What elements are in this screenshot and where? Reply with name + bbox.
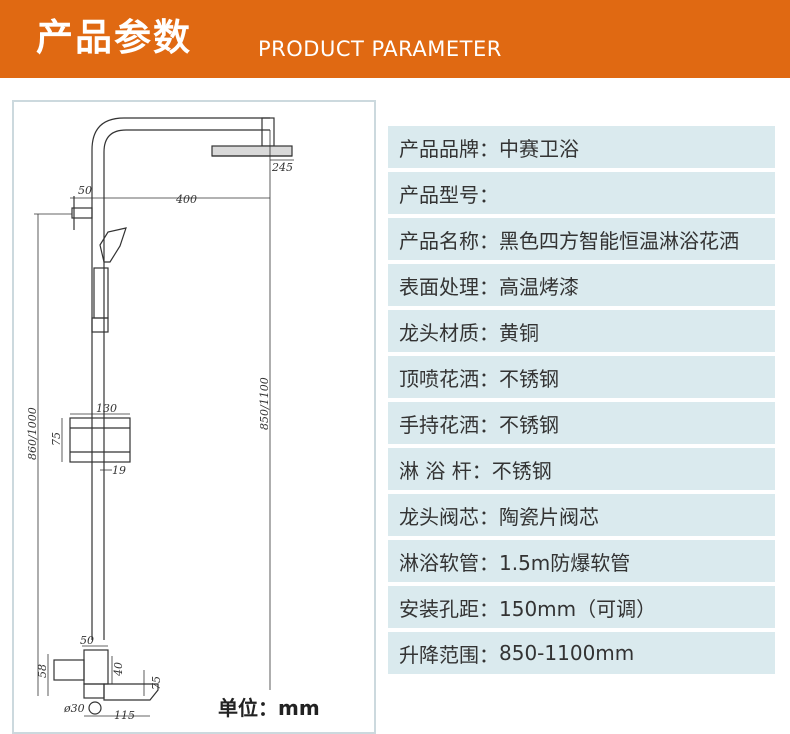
dim-850-1100: 850/1100 xyxy=(258,377,271,430)
dim-50-bottom: 50 xyxy=(80,634,94,647)
spec-row-finish: 表面处理：高温烤漆 xyxy=(388,264,775,306)
spec-table: 产品品牌：中赛卫浴 产品型号： 产品名称：黑色四方智能恒温淋浴花洒 表面处理：高… xyxy=(388,126,775,678)
spec-row-brand: 产品品牌：中赛卫浴 xyxy=(388,126,775,168)
mixer-valve xyxy=(83,649,109,685)
rain-shower-head xyxy=(211,145,293,157)
spec-label: 产品名称： xyxy=(399,228,499,253)
wall-bracket-top xyxy=(71,207,93,219)
dimension-diagram-panel xyxy=(12,100,376,734)
spec-label: 龙头材质： xyxy=(399,320,499,345)
spec-value: 中赛卫浴 xyxy=(499,136,579,161)
spec-value: 黄铜 xyxy=(499,320,539,345)
spec-row-name: 产品名称：黑色四方智能恒温淋浴花洒 xyxy=(388,218,775,260)
spec-label: 安装孔距： xyxy=(399,596,499,621)
spec-row-cartridge: 龙头阀芯：陶瓷片阀芯 xyxy=(388,494,775,536)
spec-label: 顶喷花洒： xyxy=(399,366,499,391)
spec-value: 黑色四方智能恒温淋浴花洒 xyxy=(499,228,739,253)
shower-riser-pipe xyxy=(91,117,270,640)
spec-value: 高温烤漆 xyxy=(499,274,579,299)
dim-40: 40 xyxy=(112,662,125,677)
spec-value: 不锈钢 xyxy=(499,366,559,391)
spec-value: 1.5m防爆软管 xyxy=(499,550,631,575)
dim-400: 400 xyxy=(175,193,197,206)
spec-row-rod: 淋 浴 杆：不锈钢 xyxy=(388,448,775,490)
dim-19: 19 xyxy=(112,464,126,477)
dim-245: 245 xyxy=(271,161,293,174)
spec-value: 850-1100mm xyxy=(499,641,635,665)
spec-row-range: 升降范围：850-1100mm xyxy=(388,632,775,674)
spec-value: 陶瓷片阀芯 xyxy=(499,504,599,529)
spec-label: 手持花洒： xyxy=(399,412,499,437)
dim-860-1000: 860/1000 xyxy=(26,407,39,460)
spec-row-hose: 淋浴软管：1.5m防爆软管 xyxy=(388,540,775,582)
dim-115: 115 xyxy=(114,709,135,722)
spec-row-handheld: 手持花洒：不锈钢 xyxy=(388,402,775,444)
spec-label: 产品型号： xyxy=(399,182,499,207)
page-title-en: PRODUCT PARAMETER xyxy=(258,37,502,61)
spec-label: 表面处理： xyxy=(399,274,499,299)
shelf xyxy=(69,417,131,463)
spec-row-spacing: 安装孔距：150mm（可调） xyxy=(388,586,775,628)
head-connector xyxy=(261,117,275,147)
dim-58: 58 xyxy=(36,664,49,678)
page-title-cn: 产品参数 xyxy=(36,16,192,59)
spec-row-model: 产品型号： xyxy=(388,172,775,214)
dim-130: 130 xyxy=(96,402,117,415)
header-banner: 产品参数 PRODUCT PARAMETER xyxy=(0,0,790,78)
spec-value: 不锈钢 xyxy=(499,412,559,437)
dim-75-shelf: 75 xyxy=(50,432,63,446)
handheld-shower xyxy=(99,227,127,263)
spec-row-material: 龙头材质：黄铜 xyxy=(388,310,775,352)
spec-label: 龙头阀芯： xyxy=(399,504,499,529)
dim-50-top: 50 xyxy=(78,184,92,197)
spec-label: 产品品牌： xyxy=(399,136,499,161)
dim-30: ø30 xyxy=(63,702,85,715)
spec-label: 淋浴软管： xyxy=(399,550,499,575)
spec-row-top-shower: 顶喷花洒：不锈钢 xyxy=(388,356,775,398)
spec-value: 150mm（可调） xyxy=(499,596,657,621)
spec-label: 升降范围： xyxy=(399,642,499,667)
dim-75-spout: 75 xyxy=(150,676,163,690)
handheld-holder xyxy=(93,267,109,319)
spec-value: 不锈钢 xyxy=(491,458,552,483)
unit-label: 单位：mm xyxy=(218,696,320,720)
spec-label: 淋 浴 杆： xyxy=(399,458,492,483)
